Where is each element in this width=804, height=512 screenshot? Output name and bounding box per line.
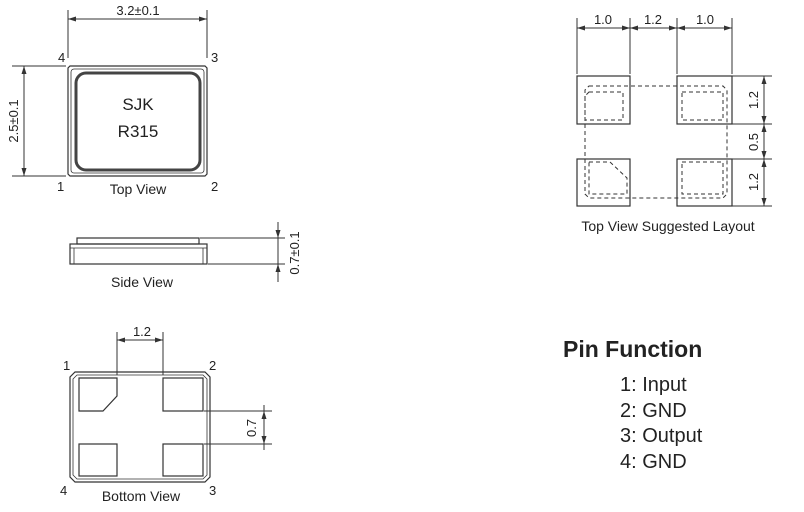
pin-function-item: 2: GND bbox=[620, 399, 687, 422]
layout-dim-bottom: 1.2 bbox=[746, 173, 761, 191]
pin-function-title: Pin Function bbox=[563, 336, 703, 362]
marking-line-1: SJK bbox=[122, 95, 154, 114]
top-pin-1: 1 bbox=[57, 179, 64, 194]
bottom-pin-3: 3 bbox=[209, 483, 216, 498]
bottom-pin-2: 2 bbox=[209, 358, 216, 373]
layout-view: 1.0 1.2 1.0 1.2 0.5 1.2 Top View Sugg bbox=[576, 12, 772, 234]
layout-caption: Top View Suggested Layout bbox=[581, 218, 754, 234]
top-height-dim: 2.5±0.1 bbox=[6, 99, 21, 142]
layout-dim-right: 1.0 bbox=[696, 12, 714, 27]
top-view-caption: Top View bbox=[110, 181, 167, 197]
pin-function-item: 3: Output bbox=[620, 425, 703, 447]
layout-dim-top: 1.2 bbox=[746, 91, 761, 109]
bottom-view: 1.2 0.7 1 2 4 3 Bottom View bbox=[60, 324, 272, 504]
layout-dim-gap: 0.5 bbox=[746, 133, 761, 151]
pin-function-item: 1: Input bbox=[620, 374, 687, 396]
side-height-dim: 0.7±0.1 bbox=[287, 231, 302, 274]
side-view-caption: Side View bbox=[111, 274, 174, 290]
bottom-view-caption: Bottom View bbox=[102, 488, 181, 504]
pin-function-item: 4: GND bbox=[620, 450, 687, 473]
top-pin-3: 3 bbox=[211, 50, 218, 65]
top-pin-4: 4 bbox=[58, 50, 65, 65]
bottom-pitch-dim: 1.2 bbox=[133, 324, 151, 339]
top-pin-2: 2 bbox=[211, 179, 218, 194]
pin-function-list: 1: Input 2: GND 3: Output 4: GND bbox=[620, 373, 702, 475]
top-view: 3.2±0.1 2.5±0.1 SJK R315 4 3 1 2 Top Vie… bbox=[6, 3, 218, 197]
bottom-pin-4: 4 bbox=[60, 483, 67, 498]
layout-dim-mid: 1.2 bbox=[644, 12, 662, 27]
marking-line-2: R315 bbox=[118, 122, 159, 141]
bottom-pin-1: 1 bbox=[63, 358, 70, 373]
side-view: 0.7±0.1 Side View bbox=[69, 222, 302, 290]
layout-dim-left: 1.0 bbox=[594, 12, 612, 27]
bottom-pad-dim: 0.7 bbox=[244, 419, 259, 437]
top-width-dim: 3.2±0.1 bbox=[116, 3, 159, 18]
